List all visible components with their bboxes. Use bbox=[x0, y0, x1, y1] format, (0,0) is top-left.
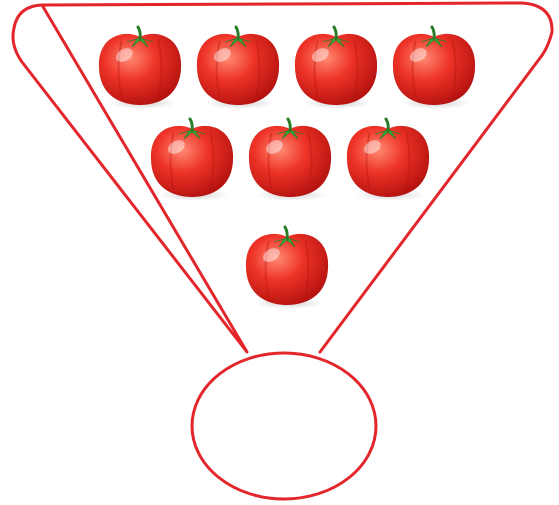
tomato-icon bbox=[295, 27, 377, 109]
tomato-group bbox=[99, 27, 475, 309]
tomato-icon bbox=[151, 119, 233, 201]
answer-oval[interactable] bbox=[192, 353, 376, 499]
tomato-icon bbox=[99, 27, 181, 109]
tomato-icon bbox=[347, 119, 429, 201]
tomato-icon bbox=[249, 119, 331, 201]
tomato-icon bbox=[197, 27, 279, 109]
tomato-icon bbox=[393, 27, 475, 109]
tomato-icon bbox=[246, 227, 328, 309]
